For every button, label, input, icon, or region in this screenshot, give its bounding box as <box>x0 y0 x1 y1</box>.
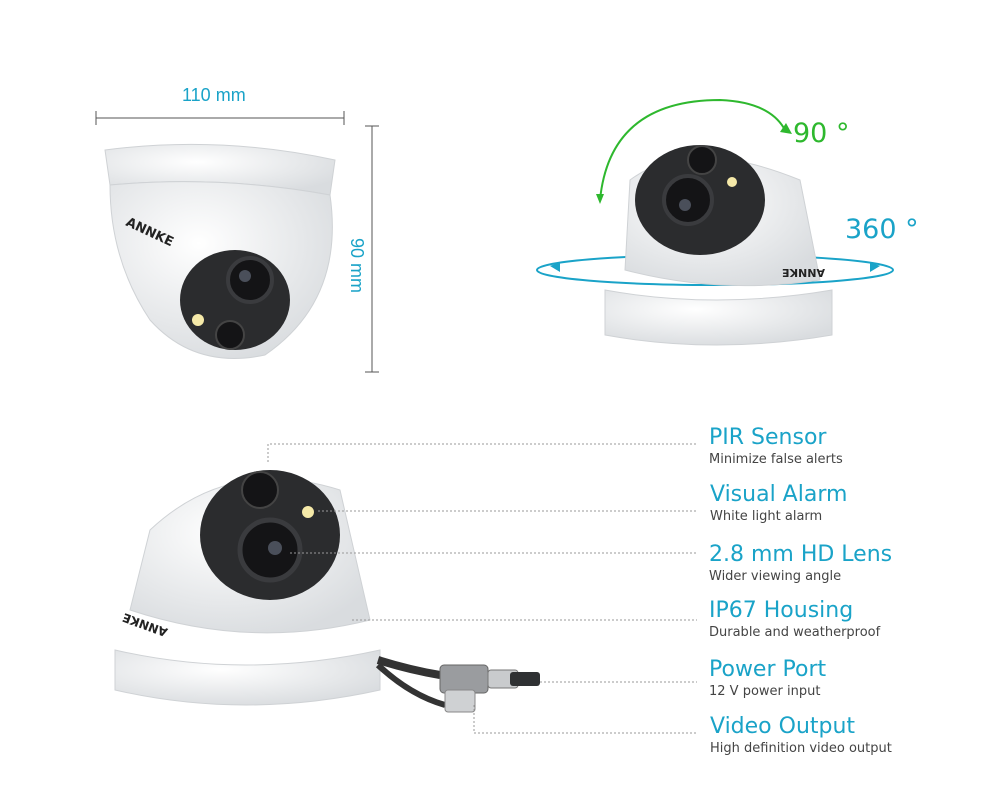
feature-pir-sensor: PIR Sensor Minimize false alerts <box>709 425 843 467</box>
feature-hd-lens: 2.8 mm HD Lens Wider viewing angle <box>709 542 892 584</box>
feature-visual-alarm: Visual Alarm White light alarm <box>710 482 847 524</box>
tilt-angle-label: 90 ° <box>793 118 850 149</box>
feature-title: 2.8 mm HD Lens <box>709 542 893 567</box>
feature-title: Video Output <box>710 714 856 739</box>
feature-title: Power Port <box>709 657 827 682</box>
feature-ip67-housing: IP67 Housing Durable and weatherproof <box>709 598 880 640</box>
feature-video-output: Video Output High definition video outpu… <box>710 714 892 756</box>
feature-subtitle: White light alarm <box>710 509 823 524</box>
feature-subtitle: Durable and weatherproof <box>709 625 881 640</box>
feature-title: Visual Alarm <box>710 482 848 507</box>
feature-power-port: Power Port 12 V power input <box>709 657 826 699</box>
camera-front-view: ANNKE <box>104 143 336 359</box>
feature-subtitle: Wider viewing angle <box>709 569 842 584</box>
height-dimension-line <box>365 125 379 373</box>
width-dimension-label: 110 mm <box>182 85 246 105</box>
width-dimension-line <box>95 111 345 125</box>
feature-subtitle: High definition video output <box>710 741 892 756</box>
camera-side-view: ANNKE <box>114 470 540 713</box>
feature-title: IP67 Housing <box>709 598 854 623</box>
pan-angle-label: 360 ° <box>845 214 919 245</box>
camera-rotated-view: ANNKE <box>604 145 833 346</box>
feature-subtitle: Minimize false alerts <box>709 452 843 467</box>
feature-title: PIR Sensor <box>709 425 827 450</box>
feature-subtitle: 12 V power input <box>709 684 821 699</box>
brand-logo-rotated: ANNKE <box>782 266 825 279</box>
